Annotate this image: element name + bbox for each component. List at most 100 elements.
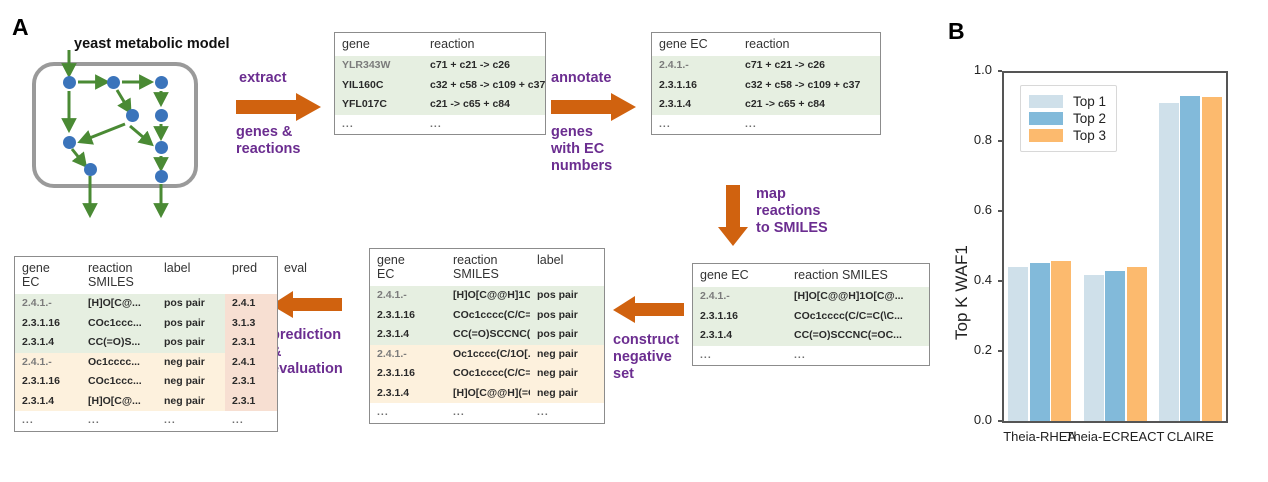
table-eval-container: gene EC reaction SMILES label pred eval … — [14, 256, 307, 432]
chart-bar — [1180, 95, 1201, 421]
cell-pred: 2.3.1 — [225, 333, 277, 353]
arrow-prediction-icon — [271, 291, 343, 324]
x-tick-label: Theia-ECREACT — [1065, 429, 1165, 444]
cell-gene-ec: 2.3.1.4 — [14, 391, 81, 412]
cell-pred: 2.3.1 — [225, 372, 277, 392]
cell-gene-ec: 2.3.1.16 — [369, 364, 446, 384]
panel-b-label: B — [948, 18, 965, 44]
table-header-row: gene reaction — [334, 32, 546, 56]
chart-y-axis-label: Top K WAF1 — [952, 245, 971, 340]
chart-bar — [1083, 274, 1104, 421]
cell-reaction: ... — [423, 114, 546, 135]
cell-reaction: CC(=O)SCCNC(=OC... — [787, 326, 930, 346]
cell-gene-ec: 2.3.1.16 — [369, 305, 446, 326]
cell-gene-ec: 2.3.1.4 — [14, 333, 81, 353]
arrow-map-icon — [717, 185, 749, 252]
y-tick-mark — [998, 350, 1002, 352]
cell-gene-ec: ... — [369, 403, 446, 424]
chart-bar — [1105, 270, 1125, 421]
chart-bar — [1008, 267, 1029, 421]
step-extract-label-bottom: genes & reactions — [236, 124, 301, 158]
chart-bar — [1158, 102, 1179, 421]
cell-smiles: [H]O[C@... — [81, 294, 157, 314]
table-ec-reaction-container: gene EC reaction 2.4.1.-c71 + c21 -> c26… — [651, 32, 881, 136]
model-title: yeast metabolic model — [74, 36, 230, 52]
step-extract-label-top: extract — [239, 70, 287, 86]
cell-smiles: COc1cccc(C/C=C(... — [446, 364, 530, 384]
cell-smiles: COc1cccc(C/C=C(\... — [446, 305, 530, 326]
table-labeled: gene EC reaction SMILES label 2.4.1.-[H]… — [369, 248, 605, 424]
legend-label: Top 2 — [1073, 111, 1107, 126]
legend-swatch — [1029, 112, 1063, 125]
col-header-reaction-smiles: reaction SMILES — [446, 248, 530, 286]
cell-smiles: [H]O[C@... — [81, 391, 157, 412]
cell-smiles: CC(=O)S... — [81, 333, 157, 353]
cell-reaction: c71 + c21 -> c26 — [423, 56, 546, 76]
legend-label: Top 1 — [1073, 94, 1107, 109]
y-tick-mark — [998, 140, 1002, 142]
metabolite-node — [84, 163, 97, 176]
table-row: ...... — [651, 114, 881, 135]
chart-legend: Top 1 Top 2 Top 3 — [1020, 85, 1118, 152]
cell-label: pos pair — [530, 325, 605, 345]
table-header-row: gene EC reaction — [651, 32, 881, 56]
col-header-gene-ec: gene EC — [692, 263, 787, 287]
metabolite-node — [155, 170, 168, 183]
cell-smiles: COc1ccc... — [81, 372, 157, 392]
cell-label: neg pair — [530, 344, 605, 365]
cell-gene: 2.4.1.- — [692, 287, 787, 307]
cell-label: pos pair — [157, 313, 225, 334]
step-map-label: map reactions to SMILES — [756, 186, 828, 237]
chart-bar — [1029, 262, 1050, 421]
cell-reaction: c21 -> c65 + c84 — [738, 95, 881, 115]
metabolite-node — [126, 109, 139, 122]
cell-gene: 2.3.1.16 — [651, 75, 738, 96]
cell-label: ... — [530, 403, 605, 424]
y-tick-mark — [998, 210, 1002, 212]
table-row: ...... — [334, 114, 546, 135]
chart-right-spine — [1226, 71, 1228, 423]
cell-pred: 2.4.1 — [225, 352, 277, 373]
table-header-row: gene EC reaction SMILES label pred eval — [14, 256, 307, 294]
table-ec-smiles: gene EC reaction SMILES 2.4.1.-[H]O[C@@H… — [692, 263, 930, 367]
table-row: 2.4.1.-[H]O[C@@H]1O[...pos pair — [369, 286, 605, 306]
cell-reaction: [H]O[C@@H]1O[C@... — [787, 287, 930, 307]
table-row: ......... — [369, 403, 605, 424]
x-tick-label: CLAIRE — [1166, 429, 1214, 444]
metabolite-node — [155, 109, 168, 122]
legend-item: Top 1 — [1029, 94, 1106, 109]
cell-gene: 2.3.1.4 — [692, 326, 787, 346]
table-row: ............... — [14, 411, 277, 432]
col-header-label: label — [157, 256, 225, 294]
cell-gene: 2.4.1.- — [651, 56, 738, 76]
col-header-gene-ec: gene EC — [369, 248, 446, 286]
chart-bar — [1051, 261, 1072, 421]
y-tick-mark — [998, 280, 1002, 282]
chart-bar — [1126, 267, 1147, 421]
legend-label: Top 3 — [1073, 128, 1107, 143]
cell-gene-ec: 2.4.1.- — [369, 286, 446, 306]
chart-bar — [1201, 97, 1222, 421]
table-labeled-container: gene EC reaction SMILES label 2.4.1.-[H]… — [369, 248, 605, 424]
legend-swatch — [1029, 95, 1063, 108]
cell-gene-ec: ... — [14, 411, 81, 432]
cell-gene: ... — [334, 114, 423, 135]
cell-reaction: ... — [738, 114, 881, 135]
table-header-row: gene EC reaction SMILES label — [369, 248, 605, 286]
cell-reaction: c21 -> c65 + c84 — [423, 95, 546, 115]
y-tick-label: 0.0 — [973, 412, 992, 427]
cell-smiles: ... — [81, 411, 157, 432]
metabolite-node — [63, 76, 76, 89]
metabolite-node — [155, 141, 168, 154]
col-header-reaction-smiles: reaction SMILES — [787, 263, 930, 287]
legend-swatch — [1029, 129, 1063, 142]
table-eval: gene EC reaction SMILES label pred eval … — [14, 256, 307, 432]
cell-label: pos pair — [530, 305, 605, 326]
